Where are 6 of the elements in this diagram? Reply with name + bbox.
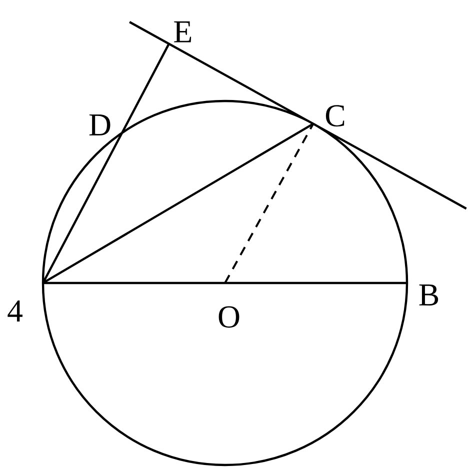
point-label: B [419, 284, 438, 306]
point-label: E [174, 21, 192, 42]
point-label: D [89, 114, 110, 136]
point-label: 4 [8, 300, 22, 322]
point-label: O [218, 306, 240, 328]
point-label: C [326, 105, 344, 127]
